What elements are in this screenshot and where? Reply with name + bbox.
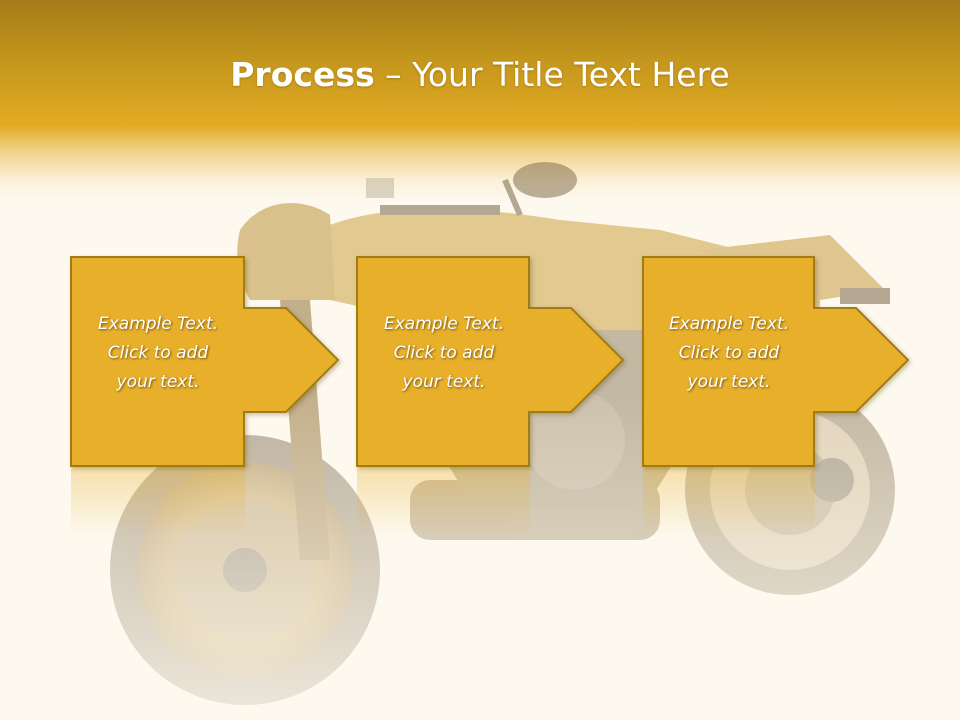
slide-title[interactable]: Process – Your Title Text Here — [0, 54, 960, 96]
process-step-2[interactable] — [356, 256, 625, 467]
step-3-line-3: your text. — [687, 372, 771, 392]
step-1-line-2: Click to add — [107, 343, 209, 363]
step-1-text[interactable]: Example Text. Click to add your text. — [71, 310, 245, 397]
arrow-reflections — [71, 467, 815, 537]
step-3-text[interactable]: Example Text. Click to add your text. — [642, 310, 816, 397]
step-1-line-3: your text. — [116, 372, 200, 392]
process-step-3[interactable] — [642, 256, 910, 467]
step-1-line-1: Example Text. — [97, 314, 219, 334]
title-bold: Process — [230, 55, 375, 94]
step-2-line-2: Click to add — [393, 343, 495, 363]
step-3-line-1: Example Text. — [668, 314, 790, 334]
step-2-text[interactable]: Example Text. Click to add your text. — [357, 310, 531, 397]
process-step-1[interactable] — [70, 256, 340, 467]
step-3-line-2: Click to add — [678, 343, 780, 363]
title-rest: – Your Title Text Here — [374, 55, 730, 94]
step-2-line-3: your text. — [402, 372, 486, 392]
step-2-line-1: Example Text. — [383, 314, 505, 334]
